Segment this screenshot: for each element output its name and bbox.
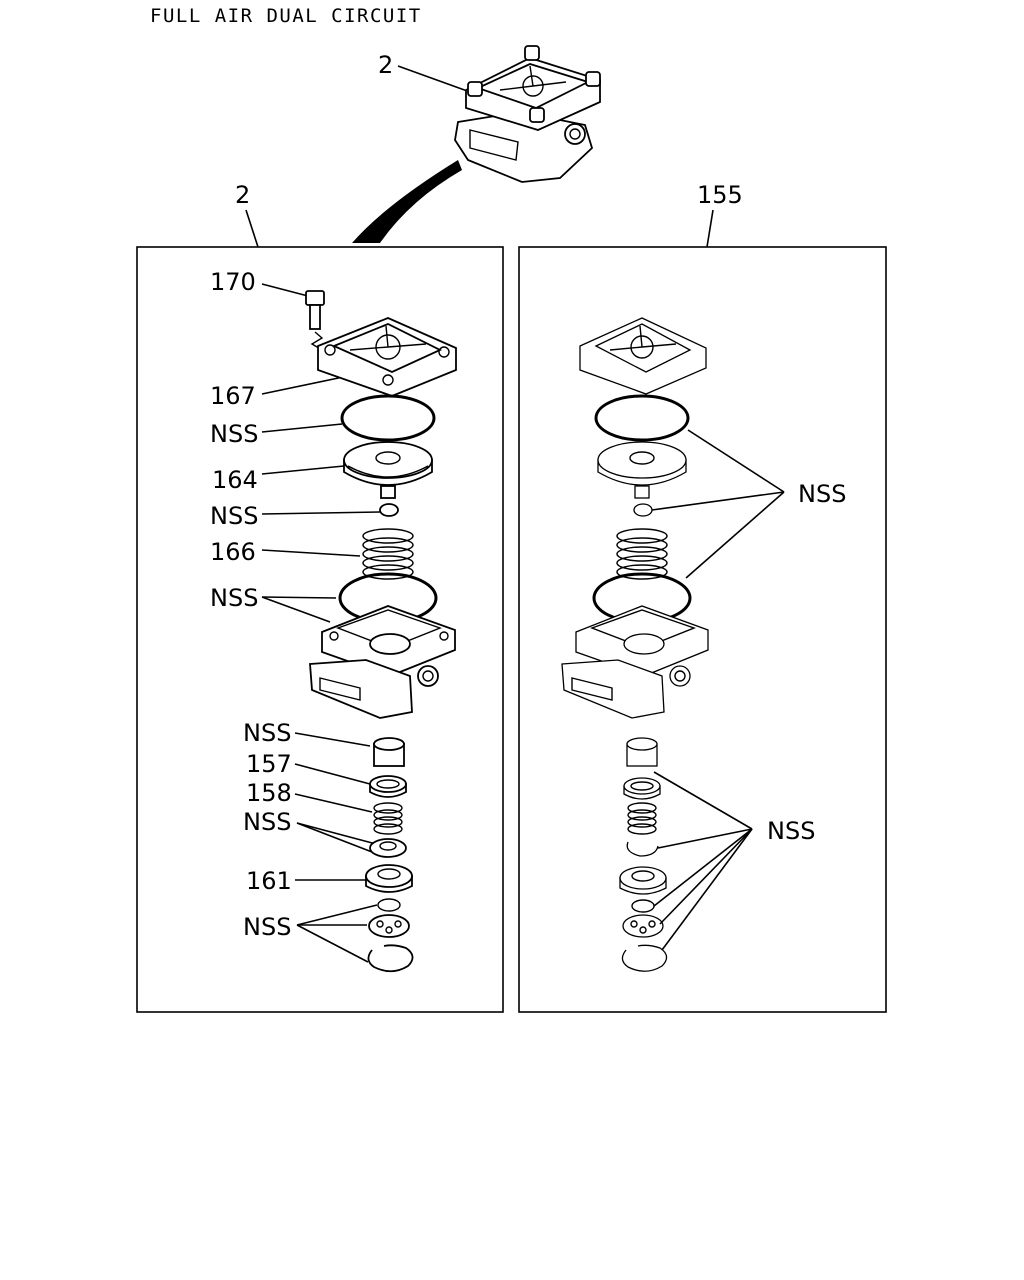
ghost-filter [622, 914, 664, 938]
label-157: 157 [246, 750, 292, 778]
label-170: 170 [210, 268, 256, 296]
right-panel-ref-label: 155 [697, 181, 743, 209]
left-panel: 2 170 167 NSS 164 [136, 181, 504, 1013]
ghost-valve-body [561, 605, 709, 719]
assembled-valve: 2 [378, 45, 601, 183]
label-nss-4: NSS [243, 719, 291, 747]
label-164: 164 [212, 466, 258, 494]
assembly-leader-line [397, 65, 471, 93]
ghost-washer [626, 841, 659, 857]
cover-167 [317, 317, 457, 397]
diagram-title: FULL AIR DUAL CIRCUIT [150, 5, 422, 27]
ghost-small-spring [627, 802, 657, 835]
label-nss-3: NSS [210, 584, 258, 612]
spring-158 [373, 802, 403, 835]
snap-ring-nss-6c [367, 944, 414, 973]
ghost-piston [597, 441, 687, 499]
assembly-ref-label: 2 [378, 51, 393, 79]
leader-nss-lower-5 [661, 828, 753, 951]
ghost-valve [619, 866, 667, 895]
leader-nss-lower-4 [659, 828, 753, 925]
leader-nss-lower-2 [657, 828, 753, 849]
left-panel-ref-leader [245, 209, 259, 248]
ghost-spring [616, 528, 668, 580]
explode-arrow [352, 160, 462, 243]
ghost-snap-ring [621, 944, 668, 972]
washer-nss-5 [369, 838, 407, 858]
bolt-170-shank [309, 304, 321, 330]
ghost-ring [623, 777, 661, 800]
ring-157 [369, 775, 407, 798]
ghost-seal-small [631, 899, 655, 913]
ghost-cover [579, 317, 707, 395]
ghost-seat [626, 737, 658, 767]
o-ring-nss-1 [340, 394, 436, 442]
label-166: 166 [210, 538, 256, 566]
label-158: 158 [246, 779, 292, 807]
leader-nss-lower-3 [653, 828, 753, 907]
right-panel: 155 [518, 181, 887, 1013]
ghost-o-ring-upper [594, 394, 690, 442]
label-nss-1: NSS [210, 420, 258, 448]
left-panel-frame [136, 246, 504, 1013]
label-167: 167 [210, 382, 256, 410]
spring-166 [362, 528, 414, 580]
left-panel-ref-label: 2 [235, 181, 250, 209]
right-panel-frame [518, 246, 887, 1013]
label-161: 161 [246, 867, 292, 895]
label-nss-lower: NSS [767, 817, 815, 845]
seal-nss-2 [379, 503, 399, 517]
ghost-seal [633, 503, 653, 517]
bolt-170-head [305, 290, 325, 306]
label-nss-2: NSS [210, 502, 258, 530]
right-panel-ref-leader [706, 209, 714, 248]
leader-nss-upper-1 [687, 429, 785, 493]
filter-nss-6b [368, 914, 410, 938]
label-nss-upper: NSS [798, 480, 846, 508]
seat-nss-4 [373, 737, 405, 767]
leader-nss-upper-2 [651, 491, 785, 511]
label-nss-6: NSS [243, 913, 291, 941]
leader-nss-lower-1 [653, 771, 753, 830]
seal-nss-6a [377, 898, 401, 912]
piston-164 [343, 441, 433, 499]
valve-body [309, 605, 456, 719]
valve-161 [365, 864, 413, 893]
label-nss-5: NSS [243, 808, 291, 836]
leader-nss-upper-3 [685, 491, 785, 579]
